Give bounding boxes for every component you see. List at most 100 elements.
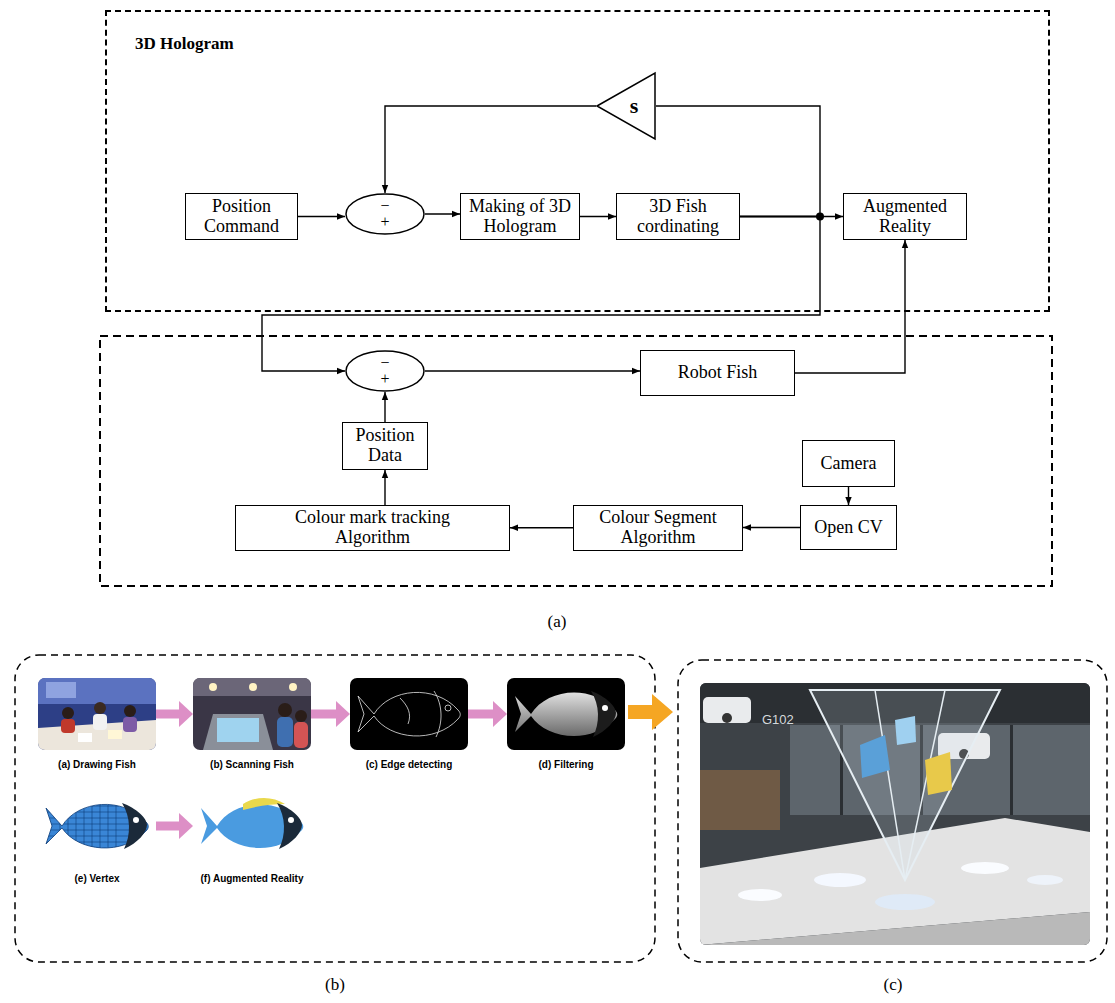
photo-sign: G102 <box>762 712 794 727</box>
process-arrow <box>311 710 336 719</box>
process-box: Augmented Reality <box>843 193 967 240</box>
box-label: Position Data <box>348 426 422 466</box>
box-label: Robot Fish <box>678 363 758 383</box>
vertex-image-part <box>133 817 139 823</box>
gain-label: s <box>630 93 639 119</box>
hologram-photo-part <box>814 873 866 887</box>
drawing-photo-part <box>93 714 107 730</box>
hologram-photo-part <box>700 770 780 830</box>
drawing-photo-part <box>62 707 74 719</box>
vertex-image-part-part <box>68 790 69 862</box>
vertex-image-part-part <box>100 790 101 862</box>
region-title: 3D Hologram <box>135 34 234 54</box>
drawing-photo-part <box>108 730 122 739</box>
scanning-photo-part <box>294 722 308 748</box>
edge-image-part <box>350 678 468 750</box>
box-label: Colour Segment Algorithm <box>579 508 737 548</box>
augmented-fish-image-part <box>193 790 311 862</box>
flow-arrow <box>628 694 673 730</box>
sum-sign: − <box>380 355 389 371</box>
sum-sign: + <box>380 214 389 230</box>
drawing-photo-part <box>123 717 137 732</box>
image-tile: (c) Edge detecting <box>350 678 468 774</box>
scanning-photo-part <box>278 703 292 717</box>
vertex-image-part-part <box>84 790 85 862</box>
filtered-image <box>507 678 625 750</box>
process-box: Making of 3D Hologram <box>460 193 580 240</box>
panel-frame <box>678 660 1107 962</box>
image-caption: (d) Filtering <box>539 759 594 770</box>
drawing-photo-part <box>61 719 75 733</box>
image-tile: (e) Vertex <box>38 790 156 888</box>
process-box: 3D Fish cordinating <box>616 193 740 240</box>
scanning-photo-part <box>295 710 307 722</box>
process-box: Position Data <box>342 422 428 470</box>
vertex-image-part <box>38 790 156 862</box>
junction-dot <box>816 213 824 221</box>
box-label: Augmented Reality <box>849 197 961 237</box>
hologram-photo-part <box>961 862 1009 874</box>
hologram-photo-part <box>738 889 782 901</box>
signal-line <box>425 213 460 214</box>
scanning-photo-part <box>277 717 293 747</box>
box-label: Open CV <box>814 518 883 538</box>
ellipse-outline <box>346 194 424 234</box>
hologram-photo-part <box>700 912 1090 945</box>
hologram-photo-part <box>875 894 935 910</box>
scanning-photo-part <box>193 678 311 696</box>
drawing-photo <box>38 678 156 750</box>
hologram-photo <box>700 683 1090 945</box>
region-frame <box>100 336 1052 586</box>
ellipse-outline <box>346 351 424 391</box>
vertex-image-part-part <box>60 790 61 862</box>
process-box: Camera <box>802 440 895 487</box>
drawing-photo-part <box>38 678 156 750</box>
sum-sign: − <box>380 198 389 214</box>
edge-image-part <box>445 705 451 711</box>
filtered-image-part <box>591 691 616 737</box>
scanning-photo-part <box>203 714 273 750</box>
process-arrow <box>156 822 179 831</box>
signal-line <box>384 392 385 422</box>
process-box: Robot Fish <box>640 350 795 396</box>
figure-label: (c) <box>884 975 903 995</box>
hologram-photo-part <box>1027 875 1063 885</box>
box-label: Colour mark tracking Algorithm <box>268 508 478 548</box>
edge-image-part <box>358 692 460 736</box>
hologram-photo-part <box>703 697 751 723</box>
signal-line <box>848 487 849 505</box>
hologram-photo-part <box>895 716 916 745</box>
image-caption: (a) Drawing Fish <box>58 759 136 770</box>
process-box: Colour Segment Algorithm <box>573 505 743 551</box>
drawing-photo-part <box>124 705 136 717</box>
image-caption: (c) Edge detecting <box>366 759 453 770</box>
vertex-image-part-part <box>38 806 156 807</box>
vertex-image-part <box>122 803 147 849</box>
vertex-image-part-part <box>76 790 77 862</box>
hologram-photo-part <box>875 690 905 880</box>
filtered-image-part <box>602 705 608 711</box>
hologram-photo-part <box>722 713 732 723</box>
hologram-photo-part <box>860 735 890 778</box>
box-label: Position Command <box>191 197 292 237</box>
hologram-photo-part <box>1010 725 1013 815</box>
summing-junction: −+ <box>345 350 425 392</box>
figure-label: (a) <box>548 612 567 632</box>
image-tile: (a) Drawing Fish <box>38 678 156 774</box>
box-label: 3D Fish cordinating <box>622 197 734 237</box>
vertex-image-part-part <box>92 790 93 862</box>
process-arrow <box>468 710 493 719</box>
gain-triangle: s <box>596 72 656 140</box>
process-box: Colour mark tracking Algorithm <box>235 505 510 551</box>
signal-line <box>795 240 905 373</box>
signal-line <box>298 216 345 217</box>
scanning-photo-part <box>249 683 257 691</box>
signal-line <box>743 527 800 528</box>
figure-label: (b) <box>325 975 345 995</box>
image-tile: (d) Filtering <box>507 678 625 774</box>
hologram-photo-part <box>700 683 1090 945</box>
summing-junction: −+ <box>345 193 425 235</box>
image-tile: (b) Scanning Fish <box>193 678 311 774</box>
